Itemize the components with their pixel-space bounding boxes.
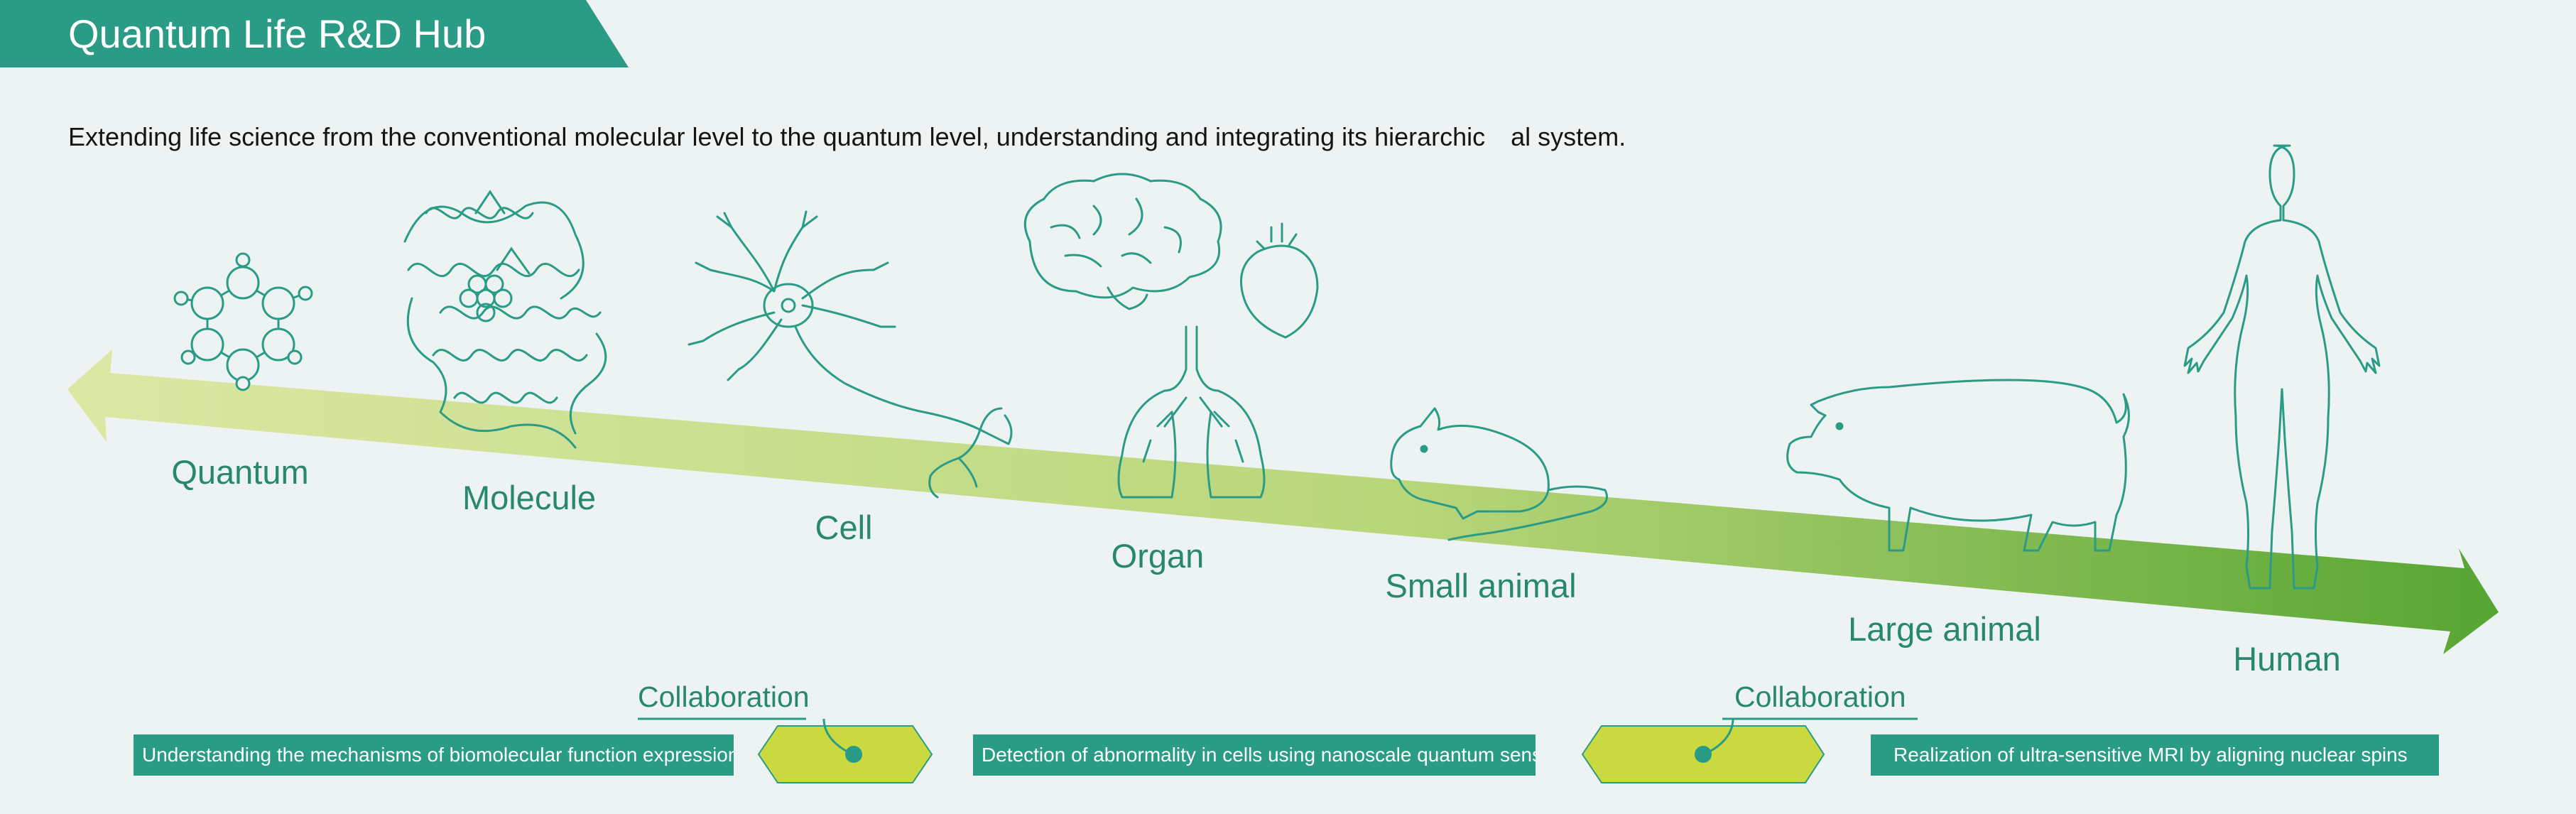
scale-arrow	[67, 349, 2499, 654]
stage-label-quantum: Quantum	[171, 453, 309, 491]
benzene-molecule-icon	[173, 252, 313, 391]
collaboration-link-left	[638, 717, 933, 783]
subtitle-text-end: al system.	[1511, 122, 1626, 151]
human-silhouette-icon	[2183, 144, 2381, 590]
collaboration-label-left: Collaboration	[638, 680, 810, 713]
collaboration-label-right: Collaboration	[1734, 680, 1906, 713]
protein-structure-icon	[403, 190, 607, 449]
subtitle-text-start: Extending life science from the conventi…	[68, 122, 1486, 151]
stage-label-cell: Cell	[815, 509, 873, 546]
note-biomolecular-function: Understanding the mechanisms of biomolec…	[134, 734, 734, 776]
note-quantum-sensors: Detection of abnormality in cells using …	[973, 734, 1536, 776]
title-banner	[0, 0, 629, 67]
stage-label-organ: Organ	[1111, 537, 1205, 575]
page-subtitle: Extending life science from the conventi…	[68, 122, 1626, 152]
neuron-icon	[688, 210, 1013, 499]
page-title: Quantum Life R&D Hub	[68, 11, 487, 56]
note-ultra-sensitive-mri: Realization of ultra-sensitive MRI by al…	[1871, 734, 2439, 776]
stage-label-large-animal: Large animal	[1848, 610, 2041, 648]
stage-label-human: Human	[2233, 640, 2341, 678]
collaboration-link-right	[1581, 717, 1918, 783]
pig-icon	[1786, 379, 2130, 552]
brain-heart-lungs-icon	[1023, 173, 1319, 499]
mouse-icon	[1390, 407, 1608, 541]
stage-label-small-animal: Small animal	[1385, 567, 1577, 604]
stage-label-molecule: Molecule	[462, 479, 597, 516]
